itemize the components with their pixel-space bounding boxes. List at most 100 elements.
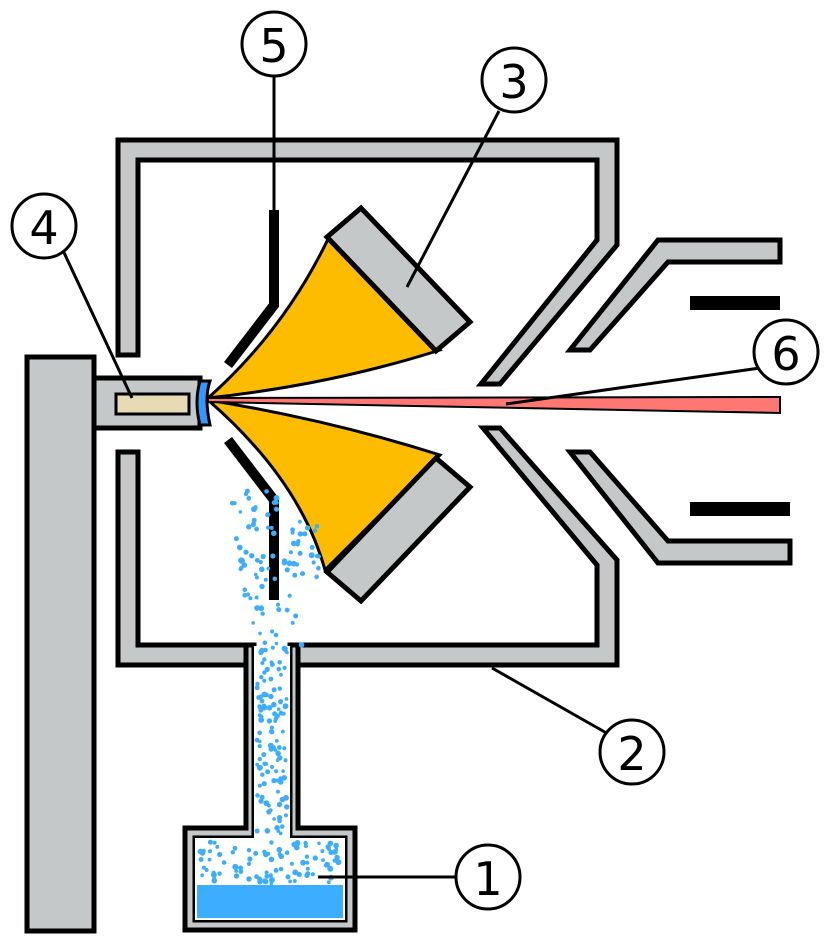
droplet xyxy=(273,506,280,512)
droplet xyxy=(335,859,342,866)
droplet xyxy=(259,566,265,573)
svg-text:6: 6 xyxy=(771,327,800,381)
droplet xyxy=(260,553,266,560)
droplet xyxy=(266,705,273,711)
droplet xyxy=(288,550,293,555)
droplet xyxy=(246,861,252,867)
lower-electrode xyxy=(690,502,790,516)
lower-collector xyxy=(323,454,474,605)
droplet xyxy=(259,714,264,719)
droplet xyxy=(282,703,289,710)
droplet xyxy=(271,701,277,708)
droplet xyxy=(269,525,274,530)
droplet xyxy=(292,572,298,578)
droplet xyxy=(253,505,258,510)
droplet xyxy=(275,602,281,607)
leader-4 xyxy=(58,243,134,399)
droplet xyxy=(281,769,285,773)
droplet xyxy=(298,519,302,524)
droplet xyxy=(277,660,283,665)
droplet xyxy=(204,868,209,872)
droplet xyxy=(277,852,282,857)
droplet xyxy=(198,857,204,862)
droplet xyxy=(254,526,259,532)
droplet xyxy=(259,675,264,680)
droplet xyxy=(321,858,325,862)
droplet xyxy=(265,769,271,775)
droplet xyxy=(294,840,301,846)
droplet xyxy=(257,783,262,788)
droplet xyxy=(201,865,206,870)
droplet xyxy=(254,605,260,611)
droplet xyxy=(276,789,280,794)
droplet xyxy=(269,881,274,886)
droplet xyxy=(276,666,282,672)
droplet xyxy=(274,825,280,831)
droplet xyxy=(279,672,283,677)
droplet xyxy=(262,761,268,767)
emitter-tip xyxy=(195,379,213,427)
droplet xyxy=(290,530,295,535)
droplet xyxy=(266,851,271,856)
droplet xyxy=(246,495,252,501)
droplet xyxy=(275,778,279,783)
droplet xyxy=(268,873,274,878)
droplet xyxy=(279,796,286,803)
droplet-spray xyxy=(197,488,342,886)
droplet xyxy=(238,557,245,564)
droplet xyxy=(269,660,274,665)
droplet xyxy=(266,718,273,724)
droplet xyxy=(291,560,297,567)
droplet xyxy=(282,665,287,671)
droplet xyxy=(264,666,270,673)
leader-3 xyxy=(405,110,501,288)
droplet xyxy=(284,567,290,573)
droplet xyxy=(261,752,267,758)
droplet xyxy=(292,879,297,883)
droplet xyxy=(276,829,281,833)
chamber-bottom-right-wall xyxy=(295,425,620,668)
droplet xyxy=(276,801,283,808)
droplet xyxy=(251,621,255,625)
droplet xyxy=(262,657,267,662)
droplet xyxy=(265,512,271,518)
sample-cartridge xyxy=(114,392,191,416)
reservoir-liquid xyxy=(197,885,343,918)
upper-extractor-plate xyxy=(224,210,279,369)
droplet xyxy=(312,528,318,533)
droplet xyxy=(262,849,267,854)
droplet xyxy=(258,560,263,565)
droplet xyxy=(320,849,325,854)
droplet xyxy=(207,839,213,845)
droplet xyxy=(297,531,304,537)
droplet xyxy=(257,744,262,749)
outlet-upper-lens xyxy=(564,237,783,353)
droplet xyxy=(262,640,268,646)
callout-1: 1 xyxy=(454,843,522,911)
droplet xyxy=(246,876,252,882)
upper-electrode xyxy=(690,296,780,310)
droplet xyxy=(278,710,284,716)
droplet xyxy=(293,613,299,619)
droplet xyxy=(281,729,285,734)
droplet xyxy=(275,750,281,757)
outlet-lower-lens xyxy=(564,449,793,566)
droplet xyxy=(260,772,265,777)
droplet xyxy=(300,571,305,577)
droplet xyxy=(274,769,279,774)
svg-text:4: 4 xyxy=(29,201,58,255)
droplet xyxy=(311,560,316,565)
droplet xyxy=(262,678,267,683)
droplet xyxy=(285,874,291,880)
droplet xyxy=(259,698,265,704)
droplet xyxy=(233,873,240,879)
droplet xyxy=(257,756,262,762)
droplet xyxy=(272,711,278,717)
droplet xyxy=(258,705,263,710)
droplet xyxy=(254,595,259,600)
droplet xyxy=(302,531,308,537)
droplet xyxy=(288,879,292,884)
droplet xyxy=(269,725,274,730)
droplet xyxy=(274,500,279,505)
droplet xyxy=(277,686,282,691)
